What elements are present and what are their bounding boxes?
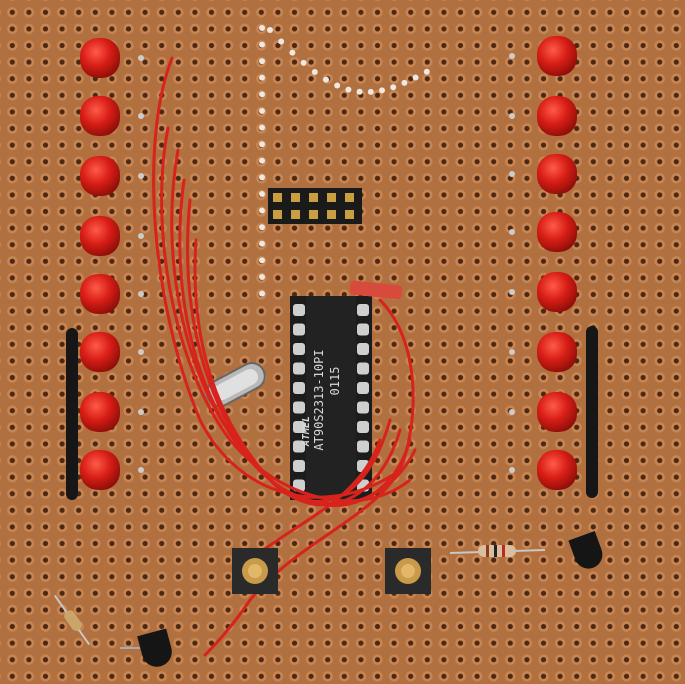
white-dot	[259, 141, 265, 148]
microcontroller-chip: AT90S2313-10PI 0115 ATMEL	[290, 296, 372, 500]
led-right-7	[509, 392, 577, 432]
white-dot	[311, 69, 318, 76]
led-left-4	[80, 216, 144, 256]
header-pin	[309, 210, 318, 219]
led-group	[80, 36, 577, 490]
white-dot	[259, 240, 265, 247]
header-pin	[327, 193, 336, 202]
white-dot	[401, 79, 408, 86]
chip-pin	[293, 440, 305, 453]
header-pin	[273, 210, 282, 219]
led-left-6	[80, 332, 144, 372]
white-dot	[334, 82, 341, 89]
chip-pin	[293, 343, 305, 355]
white-dot	[278, 38, 285, 45]
transistor-bottom	[120, 628, 172, 667]
white-dot	[423, 68, 430, 75]
wire-bundle	[152, 56, 417, 657]
chip-pin	[357, 343, 369, 355]
header-pin	[273, 193, 282, 202]
chip-logo: ATMEL	[301, 416, 312, 447]
resistor	[449, 545, 546, 557]
led-left-3	[80, 156, 144, 196]
header-pin	[309, 193, 318, 202]
led-left-5	[80, 274, 144, 314]
silkscreen-dots	[259, 25, 430, 297]
led-left-1	[80, 38, 144, 78]
header-pin	[327, 210, 336, 219]
white-dot	[345, 86, 352, 93]
white-dot	[259, 157, 265, 164]
chip-pin	[357, 362, 369, 375]
led-right-4	[509, 212, 577, 252]
chip-pin	[293, 421, 305, 433]
header-pin	[291, 193, 300, 202]
white-dot	[390, 84, 397, 91]
white-dot	[379, 87, 385, 94]
chip-date-code: 0115	[328, 367, 342, 396]
white-dot	[412, 74, 419, 81]
white-dot	[259, 174, 265, 181]
white-dot	[259, 108, 265, 114]
chip-part-number: AT90S2313-10PI	[312, 349, 326, 450]
white-dot	[289, 49, 296, 56]
chip-pin	[293, 304, 305, 316]
white-dot	[259, 124, 265, 131]
header-pin	[291, 210, 300, 219]
white-dot	[259, 25, 265, 31]
white-dot	[367, 88, 374, 95]
chip-pin	[357, 304, 369, 316]
white-dot	[259, 41, 265, 48]
right-bus-bar	[586, 326, 598, 498]
red-jumper	[349, 280, 403, 300]
white-dot	[300, 59, 307, 66]
led-right-3	[509, 154, 577, 194]
white-dot	[259, 224, 265, 231]
white-dot	[259, 207, 265, 214]
white-dot	[259, 91, 265, 98]
white-dot	[356, 88, 363, 95]
led-right-2	[509, 96, 577, 136]
led-left-7	[80, 392, 144, 432]
push-button-right	[385, 548, 431, 594]
white-dot	[259, 191, 265, 197]
led-right-1	[509, 36, 577, 76]
chip-pin	[293, 401, 305, 414]
chip-pin	[357, 382, 369, 394]
chip-pin	[357, 323, 369, 336]
chip-pin	[293, 323, 305, 336]
white-dot	[259, 58, 265, 65]
left-bus-bar	[66, 328, 78, 500]
chip-pin	[357, 401, 369, 414]
white-dot	[259, 274, 265, 280]
led-right-6	[509, 332, 577, 372]
white-dot	[323, 76, 329, 83]
white-dot	[267, 27, 273, 33]
white-dot	[259, 257, 265, 264]
white-dot	[259, 74, 265, 81]
led-left-2	[80, 96, 144, 136]
chip-pin	[357, 440, 369, 453]
header-pin	[345, 193, 354, 202]
chip-pin	[293, 460, 305, 472]
chip-pin	[293, 382, 305, 394]
small-resistor	[53, 594, 91, 646]
transistor-right	[568, 530, 603, 569]
chip-pin	[357, 421, 369, 433]
chip-pin	[293, 362, 305, 375]
header-pin	[345, 210, 354, 219]
led-right-8	[509, 450, 577, 490]
led-right-5	[509, 272, 577, 312]
white-dot	[259, 290, 265, 297]
led-left-8	[80, 450, 144, 490]
push-button-left	[232, 548, 278, 594]
